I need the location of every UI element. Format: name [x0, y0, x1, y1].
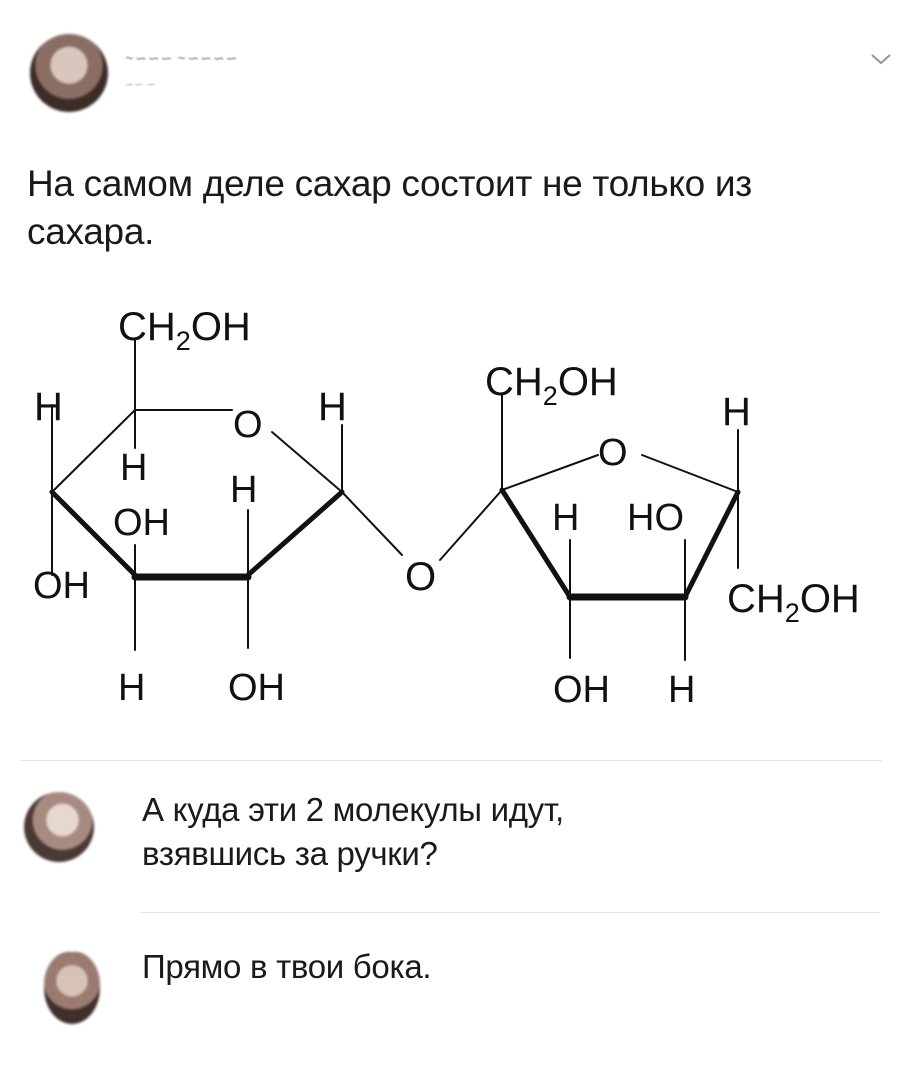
author-meta: ∽∽ ∽ — [125, 79, 156, 91]
post-header: ~∽∽∽ ~∽∽∽∽ ∽∽ ∽ — [0, 0, 901, 140]
glycosidic-oxygen: O — [405, 555, 436, 599]
divider — [20, 760, 882, 761]
author-avatar[interactable] — [30, 34, 108, 112]
fructose-h-top-right: H — [722, 390, 751, 434]
comment-1-line-2: взявшись за ручки? — [142, 835, 438, 872]
fructose-oh-bottom: OH — [553, 669, 610, 711]
fructose-ring-oxygen: O — [598, 432, 628, 474]
comment-2-avatar[interactable] — [44, 952, 100, 1024]
divider — [140, 912, 880, 913]
glucose-h-left: H — [34, 385, 63, 429]
fructose-ch2oh-right: CH2OH — [727, 577, 860, 628]
comment-1-avatar[interactable] — [24, 792, 94, 862]
comment-1-text: А куда эти 2 молекулы идут, взявшись за … — [142, 788, 882, 876]
glucose-h-right: H — [318, 385, 347, 429]
glucose-h-inner2: H — [230, 469, 257, 511]
fructose-ch2oh-top: CH2OH — [485, 360, 618, 411]
glucose-oh-bottom: OH — [228, 667, 285, 709]
author-name[interactable]: ~∽∽∽ ~∽∽∽∽ — [125, 50, 238, 66]
comment-1-line-1: А куда эти 2 молекулы идут, — [142, 791, 564, 828]
comment-2-text: Прямо в твои бока. — [142, 948, 432, 985]
post-text: На самом деле сахар состоит не только из… — [27, 163, 752, 252]
glucose-ch2oh: CH2OH — [118, 305, 251, 356]
glucose-oh-inner: OH — [113, 502, 170, 544]
glucose-h-bottom: H — [118, 667, 145, 709]
fructose-h-bottom: H — [668, 669, 695, 711]
chevron-down-icon[interactable] — [868, 48, 894, 70]
fructose-h-inner: H — [552, 497, 579, 539]
fructose-ho-inner: HO — [627, 497, 684, 539]
glucose-oh-left: OH — [33, 565, 90, 607]
sucrose-formula: CH2OH H O H H H OH OH H OH O CH2OH H O H… — [33, 305, 860, 711]
glucose-h-inner: H — [120, 447, 147, 489]
glucose-ring-oxygen: O — [233, 404, 263, 446]
